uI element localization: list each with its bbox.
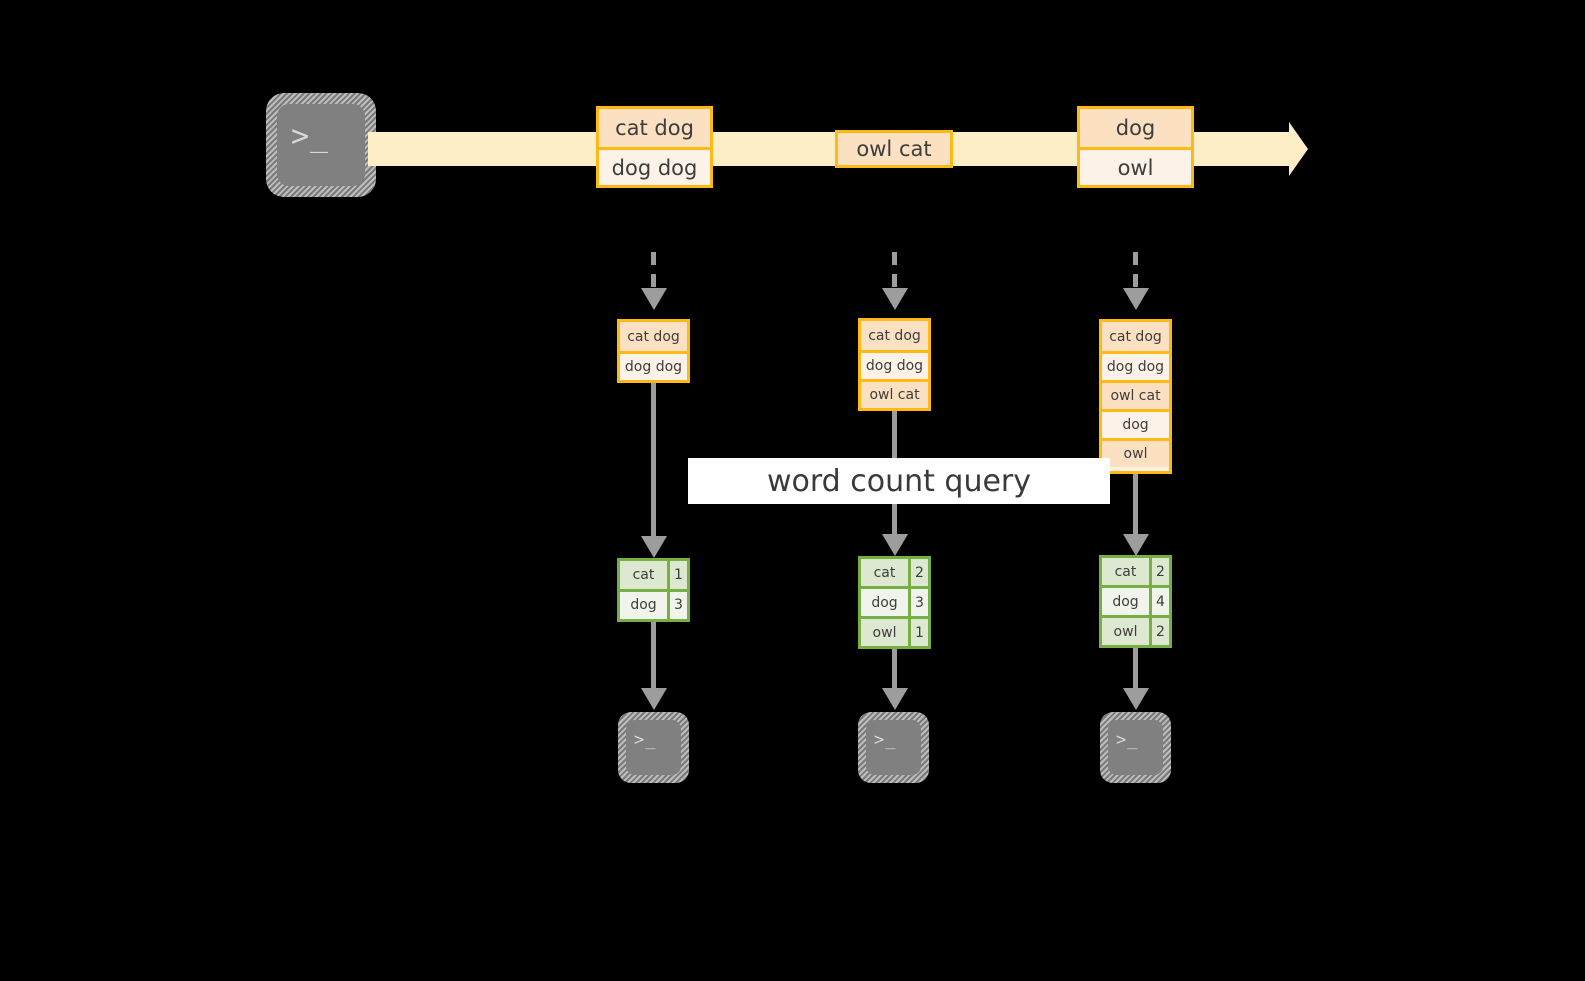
snapshot-3-query-line [1133,474,1138,544]
stream-record-line: cat dog [599,109,710,147]
snapshot-3-sink-line [1133,648,1138,696]
result-word-cell: owl [1102,618,1149,645]
stream-record-3: dog owl [1077,106,1194,188]
result-row: dog 3 [620,588,687,619]
snapshot-1-sink-arrowhead [641,688,667,710]
snapshot-2-sink-line [892,649,897,696]
snapshot-input-line: owl cat [1102,380,1169,409]
snapshot-3-query-arrowhead [1123,534,1149,556]
terminal-screen: >_ [1108,720,1163,775]
result-count-cell: 1 [667,561,687,589]
snapshot-input-line: owl [1102,438,1169,467]
snapshot-3-feed-arrowhead [1123,288,1149,310]
snapshot-input-line: dog [1102,409,1169,438]
snapshot-1-query-line [651,383,656,546]
snapshot-2-sink-terminal-icon: >_ [858,712,929,783]
result-word-cell: owl [861,619,908,646]
event-stream-arrow-head [1289,122,1308,176]
snapshot-input-line: dog dog [861,350,928,379]
snapshot-2-feed-arrowhead [882,288,908,310]
snapshot-1-result-table: cat 1 dog 3 [617,558,690,622]
terminal-prompt-glyph: >_ [1116,730,1139,750]
snapshot-1-feed-arrowhead [641,288,667,310]
result-row: dog 3 [861,586,928,616]
snapshot-input-line: dog dog [1102,351,1169,380]
snapshot-input-line: cat dog [861,321,928,350]
snapshot-1-sink-line [651,622,656,696]
result-count-cell: 3 [667,591,687,619]
snapshot-1-sink-terminal-icon: >_ [618,712,689,783]
result-word-cell: cat [861,559,908,586]
snapshot-3-result-table: cat 2 dog 4 owl 2 [1099,555,1172,648]
snapshot-1-feed-line [651,252,656,296]
result-row: owl 2 [1102,615,1169,645]
source-terminal-icon: >_ [266,93,376,197]
snapshot-input-line: cat dog [620,322,687,351]
result-row: owl 1 [861,616,928,646]
result-word-cell: dog [861,589,908,616]
stream-record-line: dog dog [599,147,710,185]
snapshot-3-feed-line [1133,252,1138,296]
stream-record-1: cat dog dog dog [596,106,713,188]
stream-record-line: dog [1080,109,1191,147]
result-count-cell: 1 [908,619,928,646]
snapshot-3-sink-terminal-icon: >_ [1100,712,1171,783]
result-word-cell: cat [1102,558,1149,585]
snapshot-3-input-box: cat dog dog dog owl cat dog owl [1099,319,1172,474]
result-row: cat 1 [620,561,687,589]
result-count-cell: 3 [908,589,928,616]
snapshot-2-feed-line [892,252,897,296]
stream-record-line: owl [1080,147,1191,185]
snapshot-2-sink-arrowhead [882,688,908,710]
terminal-prompt-glyph: >_ [634,730,657,750]
snapshot-input-line: cat dog [1102,322,1169,351]
terminal-screen: >_ [626,720,681,775]
result-row: dog 4 [1102,585,1169,615]
stream-record-2: owl cat [835,130,953,168]
snapshot-1-input-box: cat dog dog dog [617,319,690,383]
terminal-prompt-glyph: >_ [874,730,897,750]
result-word-cell: dog [620,591,667,619]
terminal-screen: >_ [277,104,365,186]
result-word-cell: cat [620,561,667,589]
snapshot-3-sink-arrowhead [1123,688,1149,710]
snapshot-2-query-arrowhead [882,534,908,556]
stream-record-line: owl cat [838,133,950,165]
snapshot-2-result-table: cat 2 dog 3 owl 1 [858,556,931,649]
snapshot-2-input-box: cat dog dog dog owl cat [858,318,931,411]
result-row: cat 2 [861,559,928,586]
snapshot-input-line: dog dog [620,351,687,380]
snapshot-input-line: owl cat [861,379,928,408]
result-count-cell: 2 [908,559,928,586]
result-count-cell: 2 [1149,558,1169,585]
result-count-cell: 4 [1149,588,1169,615]
query-label: word count query [688,458,1110,504]
result-count-cell: 2 [1149,618,1169,645]
terminal-prompt-glyph: >_ [291,119,330,154]
result-word-cell: dog [1102,588,1149,615]
terminal-screen: >_ [866,720,921,775]
result-row: cat 2 [1102,558,1169,585]
snapshot-1-query-arrowhead [641,536,667,558]
